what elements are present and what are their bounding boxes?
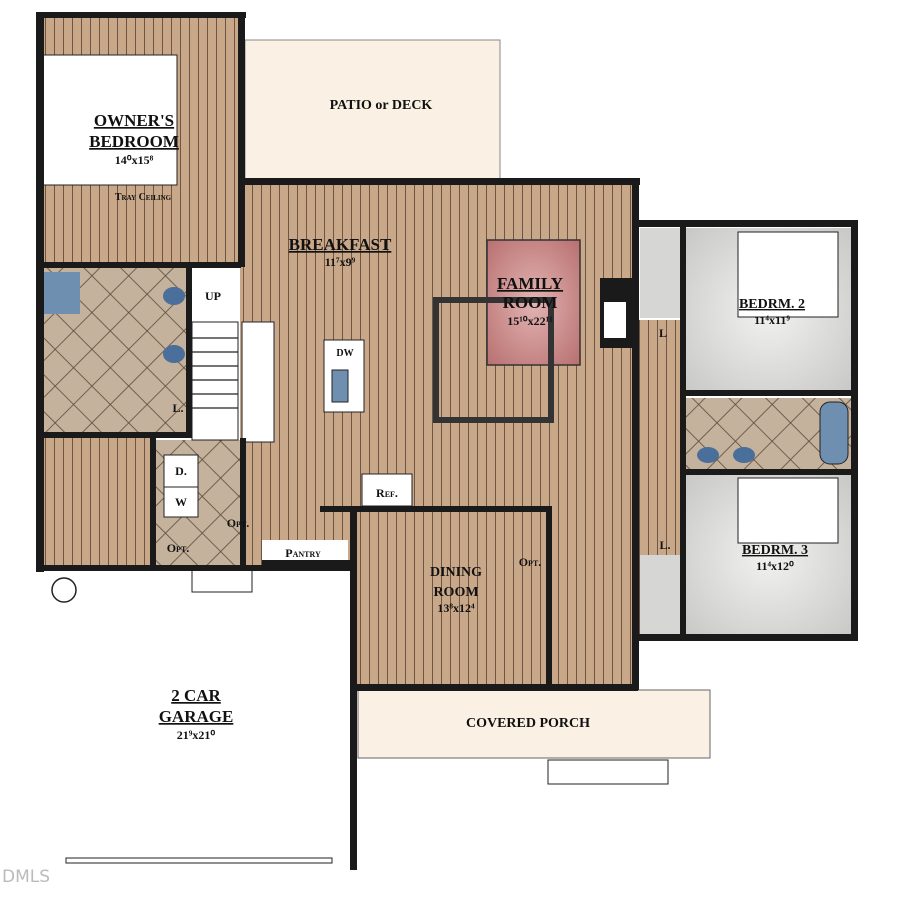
shower xyxy=(42,272,80,314)
garage-door xyxy=(65,857,333,864)
pantry-name: Pantry xyxy=(285,546,321,560)
family-room-name-2: ROOM xyxy=(503,293,558,312)
linen-master-label: L. xyxy=(172,401,183,415)
opt-dining-label: Opt. xyxy=(519,555,542,569)
dishwasher-label: DW xyxy=(336,348,353,359)
linen-bed3-label: L. xyxy=(659,538,670,552)
up-label: UP xyxy=(205,289,221,303)
dryer xyxy=(163,454,199,488)
bed-2 xyxy=(737,231,839,318)
stairs xyxy=(191,321,239,441)
pantry-floor xyxy=(262,540,348,562)
kitchen-counter xyxy=(241,321,275,443)
dining-room-name-1: DINING xyxy=(430,565,482,580)
opt-laundry-label: Opt. xyxy=(227,516,250,530)
water-heater xyxy=(51,577,77,603)
fixture-labels: UP DW Ref. D. W L. L L. Opt. Opt. Opt. xyxy=(167,289,671,569)
patio-floor xyxy=(244,39,501,183)
dining-room-dims: 13⁸x12⁴ xyxy=(437,601,475,615)
opt-closet-label: Opt. xyxy=(167,541,190,555)
walls xyxy=(36,12,858,870)
fireplace-hearth xyxy=(604,302,626,338)
dining-room-name-2: ROOM xyxy=(433,585,478,600)
watermark: DMLS xyxy=(2,867,50,887)
family-room-name-1: FAMILY xyxy=(497,274,563,293)
dryer-label: D. xyxy=(175,464,187,478)
bedroom2-name: BEDRM. 2 xyxy=(739,297,805,312)
bedroom3-dims: 11⁴x12⁰ xyxy=(756,559,794,573)
bedroom3-name: BEDRM. 3 xyxy=(742,543,808,558)
linen-bed2-label: L xyxy=(659,326,667,340)
washer-label: W xyxy=(175,495,187,509)
patio-name: PATIO or DECK xyxy=(330,98,433,113)
covered-porch-name: COVERED PORCH xyxy=(466,716,590,731)
laundry-steps xyxy=(191,569,253,593)
tub xyxy=(819,401,849,465)
tray-ceiling-note: Tray Ceiling xyxy=(115,192,172,203)
sofa xyxy=(433,297,554,423)
washer xyxy=(163,486,199,518)
closet-b3 xyxy=(640,555,686,637)
garage-name-1: 2 CAR xyxy=(171,686,221,705)
bed-3 xyxy=(737,477,839,544)
fixtures xyxy=(41,54,849,864)
garage-floor xyxy=(44,568,354,868)
owners-bedroom-dims: 14⁰x15⁸ xyxy=(115,153,154,167)
family-room-dims: 15¹⁰x22¹¹ xyxy=(507,314,553,328)
sink xyxy=(163,287,185,305)
sink xyxy=(733,447,755,463)
garage-name-2: GARAGE xyxy=(159,707,234,726)
ref-nook xyxy=(361,473,413,507)
closet-b2 xyxy=(640,228,686,318)
owners-bedroom-name-2: BEDROOM xyxy=(89,132,179,151)
garage-dims: 21⁹x21⁰ xyxy=(177,728,216,742)
breakfast-name: BREAKFAST xyxy=(289,235,392,254)
breakfast-dims: 11⁷x9⁹ xyxy=(325,255,356,269)
sink xyxy=(163,345,185,363)
closet-floor xyxy=(40,437,156,567)
island-sink xyxy=(331,369,349,403)
room-labels: OWNER'S BEDROOM 14⁰x15⁸ Tray Ceiling PAT… xyxy=(89,98,808,742)
bed-owners xyxy=(41,54,178,186)
porch-steps xyxy=(547,759,669,785)
refrigerator-label: Ref. xyxy=(376,486,398,500)
owners-bedroom-name-1: OWNER'S xyxy=(94,111,174,130)
bedroom2-dims: 11⁴x11⁹ xyxy=(754,313,790,327)
porch-floor xyxy=(357,689,711,759)
sink xyxy=(697,447,719,463)
